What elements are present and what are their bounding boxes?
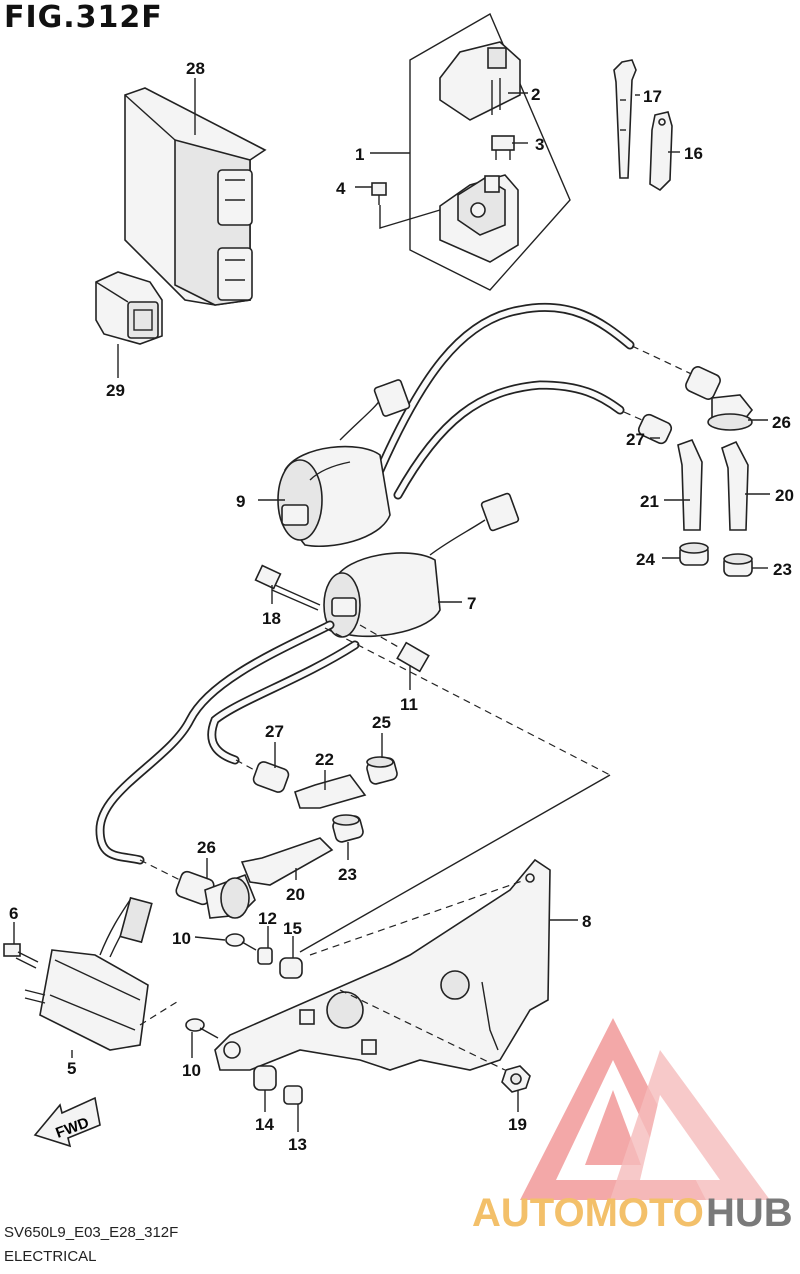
nut-19 bbox=[501, 1065, 531, 1093]
ignition-coil-9 bbox=[277, 445, 391, 548]
callout-28: 28 bbox=[186, 59, 205, 78]
callout-labels: 28 2 3 1 4 17 16 29 26 27 21 20 24 23 9 … bbox=[9, 59, 794, 1154]
callout-9: 9 bbox=[236, 492, 245, 511]
cap-27-lower bbox=[252, 761, 290, 793]
clamp-16 bbox=[649, 111, 673, 192]
callout-8: 8 bbox=[582, 912, 591, 931]
callout-27-lower: 27 bbox=[265, 722, 284, 741]
callout-10-upper: 10 bbox=[172, 929, 191, 948]
callout-20-lower: 20 bbox=[286, 885, 305, 904]
callout-13: 13 bbox=[288, 1135, 307, 1154]
callout-24: 24 bbox=[636, 550, 655, 569]
collar-13 bbox=[283, 1085, 303, 1105]
plug-cap-21 bbox=[677, 438, 703, 531]
footer-section: ELECTRICAL bbox=[4, 1248, 97, 1265]
callout-4: 4 bbox=[336, 179, 346, 198]
callout-7: 7 bbox=[467, 594, 476, 613]
cap-23-lower bbox=[332, 814, 364, 843]
callout-17: 17 bbox=[643, 87, 662, 106]
plug-cap-26-lower bbox=[175, 870, 256, 919]
regulator-5 bbox=[24, 896, 181, 1051]
watermark-part2: HUB bbox=[706, 1191, 793, 1235]
callout-14: 14 bbox=[255, 1115, 274, 1134]
callout-5: 5 bbox=[67, 1059, 76, 1078]
leader-lines bbox=[13, 78, 770, 1132]
callout-12: 12 bbox=[258, 909, 277, 928]
plug-cap-26-upper bbox=[685, 366, 754, 431]
ecm-unit-28 bbox=[124, 87, 267, 306]
watermark-part1: AUTOMOTO bbox=[472, 1191, 704, 1235]
callout-21: 21 bbox=[640, 492, 659, 511]
callout-27-upper: 27 bbox=[626, 430, 645, 449]
bolt-18 bbox=[254, 564, 321, 611]
plug-cap-20-upper bbox=[721, 440, 749, 531]
callout-15: 15 bbox=[283, 919, 302, 938]
grommet-15 bbox=[279, 957, 303, 979]
lower-high-tension-cables bbox=[95, 620, 360, 881]
callout-25: 25 bbox=[372, 713, 391, 732]
callout-23-lower: 23 bbox=[338, 865, 357, 884]
relay-29 bbox=[95, 271, 163, 345]
callout-11: 11 bbox=[400, 695, 418, 714]
callout-10-lower: 10 bbox=[182, 1061, 201, 1080]
callout-16: 16 bbox=[684, 144, 703, 163]
watermark-logo bbox=[520, 1018, 770, 1200]
callout-1: 1 bbox=[355, 145, 364, 164]
watermark-text: AUTOMOTO HUB bbox=[472, 1191, 793, 1235]
footer-code: SV650L9_E03_E28_312F bbox=[4, 1224, 179, 1241]
bolt-6 bbox=[3, 943, 39, 969]
callout-3: 3 bbox=[535, 135, 544, 154]
bolt-10-lower bbox=[185, 1018, 219, 1039]
figure-title: FIG.312F bbox=[4, 0, 163, 35]
bracket-8 bbox=[214, 627, 611, 1071]
callout-22: 22 bbox=[315, 750, 334, 769]
ignition-coil-7 bbox=[323, 492, 520, 638]
callout-20-upper: 20 bbox=[775, 486, 794, 505]
cap-24 bbox=[679, 542, 709, 566]
upper-high-tension-cables bbox=[339, 302, 701, 500]
callout-23-upper: 23 bbox=[773, 560, 792, 579]
cap-25 bbox=[366, 756, 398, 785]
callout-19: 19 bbox=[508, 1115, 527, 1134]
plug-cap-22 bbox=[294, 774, 367, 809]
bolt-10-upper bbox=[225, 933, 257, 951]
callout-26-upper: 26 bbox=[772, 413, 791, 432]
callout-2: 2 bbox=[531, 85, 540, 104]
callout-26-lower: 26 bbox=[197, 838, 216, 857]
callout-29: 29 bbox=[106, 381, 125, 400]
cable-tie-17 bbox=[613, 59, 637, 179]
grommet-14 bbox=[253, 1065, 277, 1091]
spacer-11 bbox=[359, 624, 430, 673]
plug-cap-20-lower bbox=[240, 837, 334, 886]
starter-relay-assembly-1 bbox=[371, 13, 571, 291]
cap-27-upper bbox=[637, 413, 673, 445]
callout-18: 18 bbox=[262, 609, 281, 628]
collar-12 bbox=[257, 947, 273, 965]
callout-6: 6 bbox=[9, 904, 18, 923]
cap-23-upper bbox=[723, 553, 753, 577]
fwd-arrow-icon: FWD bbox=[33, 1096, 101, 1148]
